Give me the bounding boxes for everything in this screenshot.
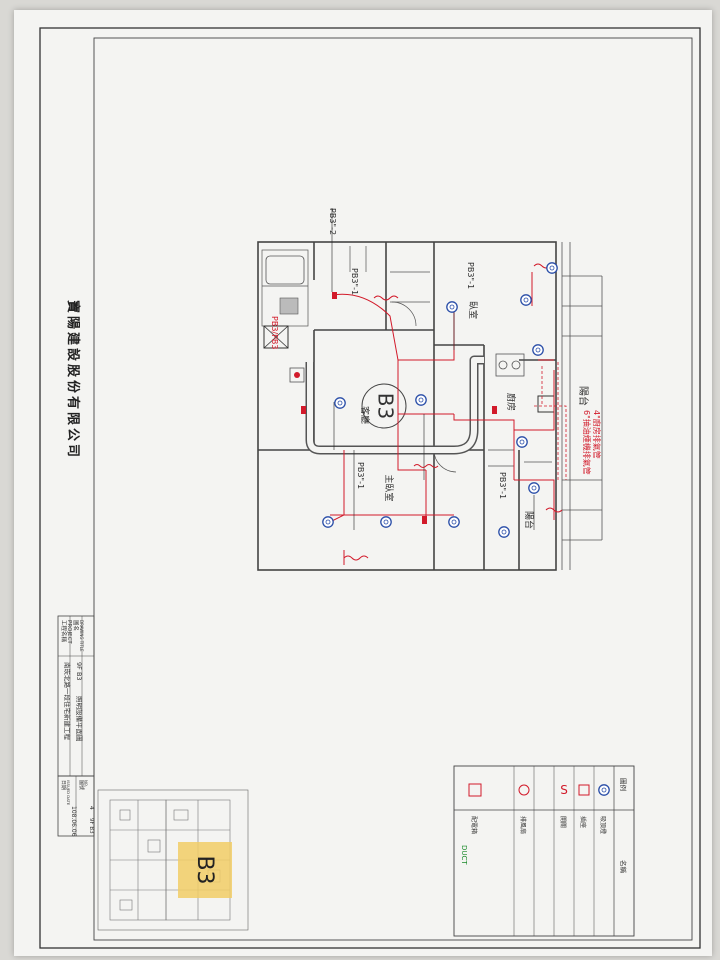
legend: 圖例 名稱 吸頂燈 插座 S 開關 排風扇 配電箱 DUCT [453,765,635,937]
legend-row-4: 配電箱 [468,783,482,834]
drawing-sheet: 寶陽建設股份有限公司 [14,10,712,956]
tag-pb3-pb3: PB3/PB3 [270,316,279,350]
room-balcony: 陽台 [523,511,535,529]
outlet-icon [578,784,590,796]
ceiling-light-icon [598,784,610,796]
room-kitchen: 廚房 [505,393,517,411]
outer-frame [39,27,701,949]
tb-project-name: 南崁北路一段住宅新建工程 [63,662,72,741]
tag-pb3-1-b: PB3"-1 [356,462,365,489]
svg-text:插座: 插座 [579,816,587,828]
tb-drawing-no: 9F B3 [75,662,83,681]
legend-row-0: 吸頂燈 [598,784,610,834]
note-exhaust-6: 6"抽油煙機排氣管 [582,410,592,475]
tb-sheet-label-en: NO. [84,780,89,787]
key-plan-unit: B3 [192,855,217,884]
inner-frame [93,37,693,941]
legend-row-3: 排風扇 [518,784,530,834]
tag-pb3-1-c: PB3"-1 [498,472,507,499]
tb-drawing-title: 照明設備平面圖 [75,696,84,742]
svg-text:DUCT: DUCT [460,845,468,865]
legend-row-1: 插座 [578,784,590,828]
room-living: 客廳 [359,406,371,424]
svg-text:配電箱: 配電箱 [470,816,478,834]
note-exhaust-4: 4"廚房排氣管 [592,410,602,459]
tb-date-label: 日期 [60,780,66,790]
svg-text:開關: 開關 [559,816,566,828]
tb-project-label: 工程名稱 [60,620,68,643]
svg-text:排風扇: 排風扇 [519,816,527,834]
floor-plan: B3 臥室 客廳 廚房 主臥室 陽台 陽台 [257,208,603,571]
tb-date: 108.06.06 [70,806,77,837]
fan-icon [518,784,530,796]
tb-date-label-en: ISSUED DATE [66,780,71,806]
tb-drawing-label-en: DRAWING TITLE [79,620,84,652]
room-bedroom: 臥室 [467,301,479,319]
tag-pb3-1-d: PB3"-1 [350,268,359,295]
switch-icon: S [560,783,568,797]
panel-icon [468,783,482,797]
tb-sheet-label: 圖號 [78,780,85,790]
legend-header-symbol: 圖例 [619,778,628,791]
legend-header-name: 名稱 [619,860,628,874]
key-plan: B3 [97,789,249,931]
title-block: 工程名稱 PROJECT 南崁北路一段住宅新建工程 圖名 DRAWING TIT… [57,615,249,931]
room-master: 主臥室 [383,474,395,501]
company-name: 寶陽建設股份有限公司 [65,300,81,460]
tag-pb3-2: PB3"-2 [328,208,337,235]
unit-label: B3 [374,393,398,419]
tb-sheet-code: 9F B3 [88,818,94,834]
svg-text:吸頂燈: 吸頂燈 [599,816,607,834]
room-balcony-side: 陽台 [577,386,590,406]
tb-project-label-en: PROJECT [66,620,72,644]
tb-sheet: 4 [88,806,95,810]
legend-row-2: S 開關 [559,783,568,828]
tag-pb3-1-a: PB3"-1 [466,262,475,289]
tb-drawing-label: 圖名 [72,620,80,631]
